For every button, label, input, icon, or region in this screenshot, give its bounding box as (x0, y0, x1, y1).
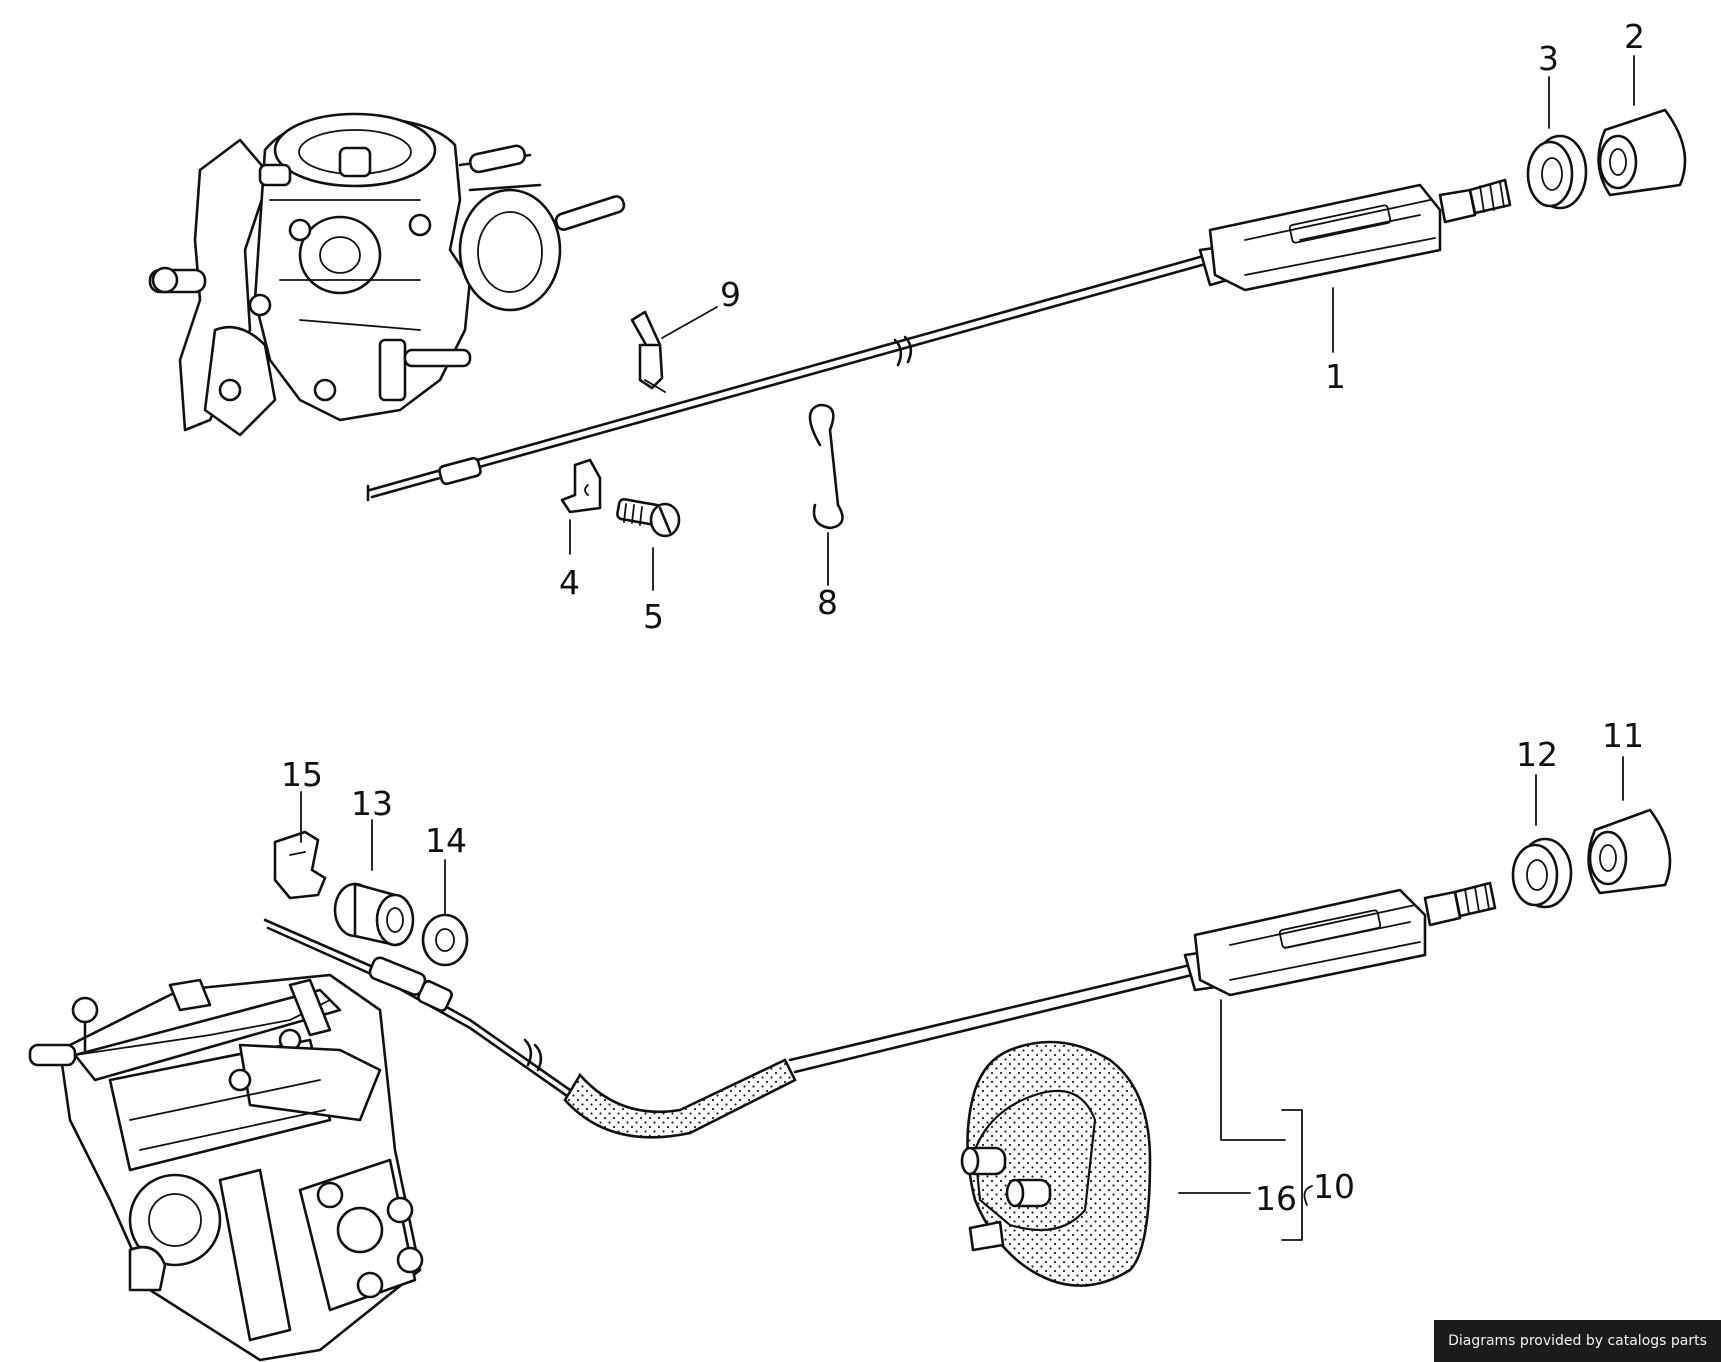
callout-2: 2 (1624, 17, 1645, 56)
part-12-ring (1511, 837, 1573, 909)
part-13-bush (333, 882, 415, 947)
callout-1: 1 (1325, 357, 1346, 396)
part-11-knob (1587, 808, 1672, 895)
carburettor-illustration (148, 112, 626, 437)
callout-9: 9 (720, 275, 741, 314)
leader-lines (300, 55, 1635, 1241)
part-5-screw (616, 497, 681, 538)
callout-14: 14 (425, 821, 467, 860)
part-16-grommet (960, 1040, 1152, 1287)
callout-11: 11 (1602, 716, 1644, 755)
callout-3: 3 (1538, 39, 1559, 78)
callout-13: 13 (351, 784, 393, 823)
callout-4: 4 (559, 563, 580, 602)
callout-15: 15 (281, 755, 323, 794)
part-3-ring (1526, 134, 1588, 210)
callout-5: 5 (643, 597, 664, 636)
part-9-clip (630, 310, 666, 393)
part-4-bracket (560, 458, 602, 514)
part-2-knob (1597, 108, 1687, 197)
credit-badge: Diagrams provided by catalogs parts (1434, 1320, 1721, 1362)
callout-10: 10 (1313, 1167, 1355, 1206)
injection-pump-illustration (28, 973, 424, 1362)
callout-12: 12 (1516, 735, 1558, 774)
cable-1-illustration (366, 178, 1512, 502)
callout-16: 16 (1255, 1179, 1297, 1218)
part-14-washer (421, 913, 469, 967)
part-8-hook (808, 403, 844, 530)
callout-8: 8 (817, 583, 838, 622)
part-15-clip (273, 830, 327, 900)
cable-10-illustration (263, 881, 1497, 1139)
